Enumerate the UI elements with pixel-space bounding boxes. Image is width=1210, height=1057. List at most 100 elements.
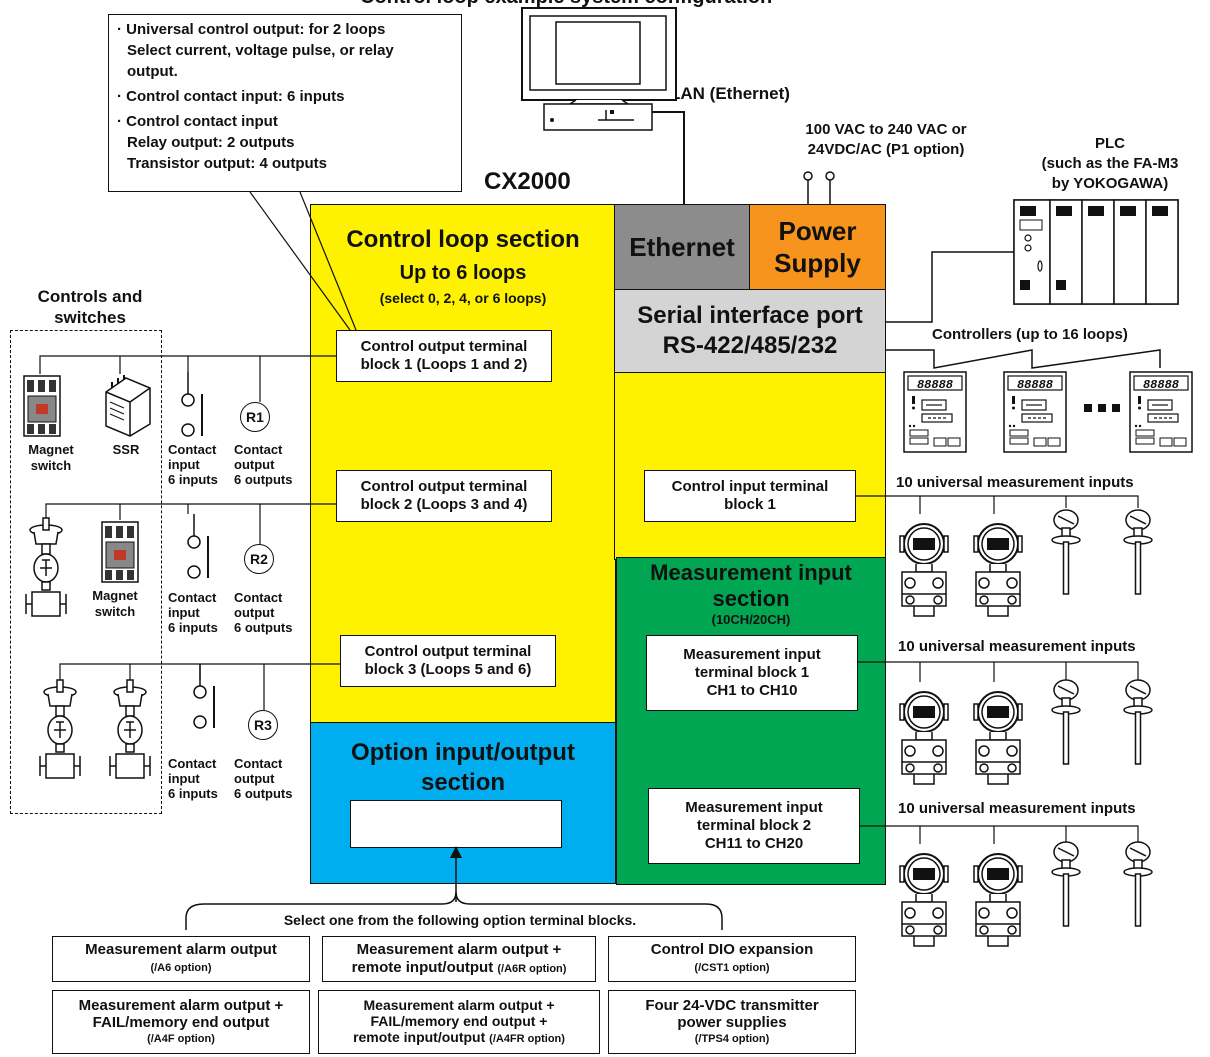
relay-r2-icon: R2 <box>244 544 274 574</box>
controls-dashed-frame <box>10 330 162 814</box>
option-a6: Measurement alarm output (/A6 option) <box>52 936 310 982</box>
control-output-block-1: Control output terminal block 1 (Loops 1… <box>336 330 552 382</box>
serial-line1: Serial interface port <box>637 302 863 329</box>
mib1-line2: terminal block 1 <box>694 664 810 681</box>
power-supply-line2: Supply <box>774 248 861 278</box>
option-a6r: Measurement alarm output + remote input/… <box>322 936 596 982</box>
plc-line2: (such as the FA-M3 <box>1041 155 1179 172</box>
select-note: Select one from the following option ter… <box>283 912 637 928</box>
serial-interface-block: Serial interface port RS-422/485/232 <box>614 289 886 373</box>
tob3-line1: Control output terminal <box>364 643 532 660</box>
univ-label-1: 10 universal measurement inputs <box>896 474 1134 491</box>
serial-line2: RS-422/485/232 <box>662 332 838 359</box>
tob1-line2: block 1 (Loops 1 and 2) <box>360 356 528 373</box>
measurement-title: Measurement input section <box>616 560 886 612</box>
option-cst1: Control DIO expansion (/CST1 option) <box>608 936 856 982</box>
controls-switches-label: Controls and switches <box>10 286 170 328</box>
tob2-line1: Control output terminal <box>360 478 528 495</box>
controller-1 <box>903 371 967 453</box>
probe-icon-2 <box>1123 509 1153 595</box>
probe-icon-4 <box>1123 679 1153 765</box>
cx2000-label: CX2000 <box>484 168 571 195</box>
controllers-label: Controllers (up to 16 loops) <box>932 326 1128 343</box>
transmitter-icon-4 <box>973 691 1023 785</box>
option-title: Option input/output section <box>310 738 616 798</box>
relay-r1-icon: R1 <box>240 402 270 432</box>
plc-line1: PLC <box>1095 135 1125 152</box>
plc-line3: by YOKOGAWA) <box>1051 175 1169 192</box>
power-note: 100 VAC to 240 VAC or 24VDC/AC (P1 optio… <box>766 120 1006 160</box>
measurement-input-block-1: Measurement input terminal block 1 CH1 t… <box>646 635 858 711</box>
mib1-line3: CH1 to CH10 <box>706 682 798 699</box>
plc-label: PLC (such as the FA-M3 by YOKOGAWA) <box>1010 134 1210 194</box>
controls-line2: switches <box>54 308 126 327</box>
measurement-input-block-2: Measurement input terminal block 2 CH11 … <box>648 788 860 864</box>
contact-icon-2 <box>187 513 209 579</box>
controls-line1: Controls and <box>37 287 143 306</box>
control-loop-note: (select 0, 2, 4, or 6 loops) <box>379 290 547 306</box>
controller-3 <box>1129 371 1193 453</box>
mib2-line2: terminal block 2 <box>696 817 812 834</box>
callout-item-3-line2: Relay output: 2 outputs <box>127 134 295 151</box>
controller-2 <box>1003 371 1067 453</box>
ethernet-block: Ethernet <box>614 204 750 290</box>
callout-item-3: · Control contact input <box>117 113 278 130</box>
tob2-line2: block 2 (Loops 3 and 4) <box>360 496 528 513</box>
callout-item-1: · Universal control output: for 2 loops <box>117 21 386 38</box>
cib-line1: Control input terminal <box>671 478 829 495</box>
option-title-line1: Option input/output <box>351 739 575 766</box>
mib2-line1: Measurement input <box>685 799 823 816</box>
control-loop-title: Control loop section <box>346 226 580 253</box>
univ-label-2: 10 universal measurement inputs <box>898 638 1136 655</box>
lan-label: LAN (Ethernet) <box>670 84 790 103</box>
option-terminal-slot <box>350 800 562 848</box>
ethernet-label: Ethernet <box>629 231 735 262</box>
univ-label-3: 10 universal measurement inputs <box>898 800 1136 817</box>
option-title-line2: section <box>420 769 506 796</box>
measurement-sub: (10CH/20CH) <box>711 612 791 627</box>
plc-icon <box>1013 199 1179 305</box>
ssr-label: SSR <box>112 442 140 457</box>
callout-item-1-line2: Select current, voltage pulse, or relay <box>127 42 394 59</box>
measurement-title-line2: section <box>712 586 790 611</box>
callout-item-1-line3: output. <box>127 63 178 80</box>
tob1-line1: Control output terminal <box>360 338 528 355</box>
power-supply-line1: Power <box>778 216 857 246</box>
contact-icon-1 <box>181 371 203 437</box>
power-note-line1: 100 VAC to 240 VAC or <box>805 121 967 138</box>
page-title: Control loop example system configuratio… <box>360 0 772 9</box>
transmitter-icon-6 <box>973 853 1023 947</box>
callout-item-2: · Control contact input: 6 inputs <box>117 88 345 105</box>
probe-icon-5 <box>1051 841 1081 927</box>
callout-item-3-line3: Transistor output: 4 outputs <box>127 155 327 172</box>
transmitter-icon-5 <box>899 853 949 947</box>
measurement-title-line1: Measurement input <box>650 560 852 585</box>
relay-r3-icon: R3 <box>248 710 278 740</box>
mib2-line3: CH11 to CH20 <box>704 835 804 852</box>
probe-icon-3 <box>1051 679 1081 765</box>
control-output-block-2: Control output terminal block 2 (Loops 3… <box>336 470 552 522</box>
control-output-block-3: Control output terminal block 3 (Loops 5… <box>340 635 556 687</box>
probe-icon-6 <box>1123 841 1153 927</box>
option-a4fr: Measurement alarm output + FAIL/memory e… <box>318 990 600 1054</box>
transmitter-icon-3 <box>899 691 949 785</box>
contact-icon-3 <box>193 663 215 729</box>
power-note-line2: 24VDC/AC (P1 option) <box>807 141 965 158</box>
option-a4f: Measurement alarm output + FAIL/memory e… <box>52 990 310 1054</box>
control-input-block-1: Control input terminal block 1 <box>644 470 856 522</box>
transmitter-icon-1 <box>899 523 949 617</box>
probe-icon-1 <box>1051 509 1081 595</box>
option-tps4: Four 24-VDC transmitter power supplies (… <box>608 990 856 1054</box>
tob3-line2: block 3 (Loops 5 and 6) <box>364 661 532 678</box>
transmitter-icon-2 <box>973 523 1023 617</box>
ellipsis-dots <box>1084 404 1120 412</box>
pc-icon <box>521 7 677 131</box>
mib1-line1: Measurement input <box>683 646 821 663</box>
